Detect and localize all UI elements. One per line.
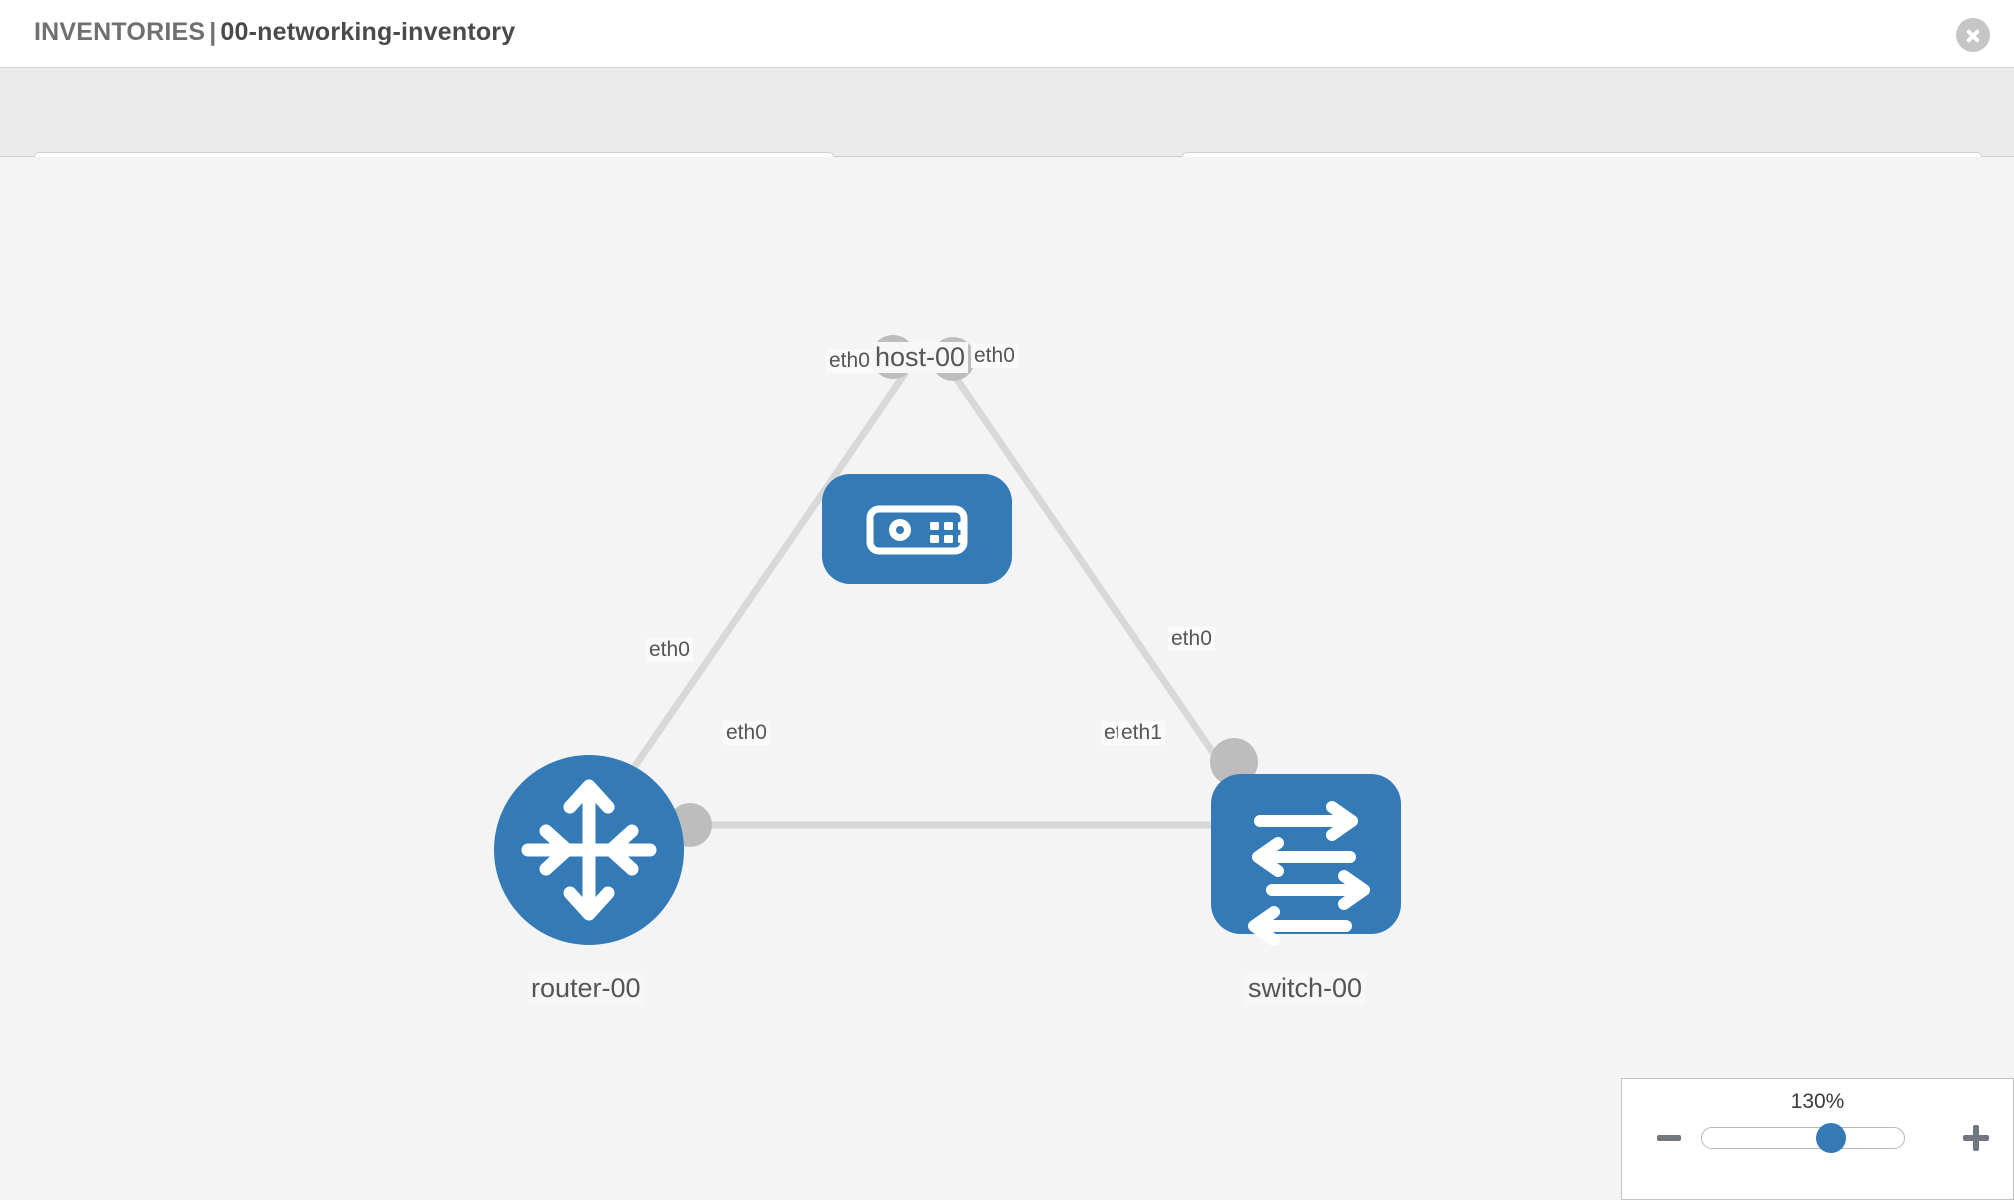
breadcrumb-root[interactable]: INVENTORIES [34,18,206,46]
toolbar: ACTIONS SEARCH [0,68,2014,204]
interface-label: eth1 [1118,721,1165,745]
link-host-router [597,370,909,819]
interface-label: eth0 [723,721,770,745]
zoom-slider-thumb[interactable] [1816,1123,1846,1153]
node-switch-00 [1211,774,1401,946]
zoom-slider-track[interactable] [1701,1123,1905,1153]
interface-label: eth0 [646,638,693,662]
topology-graph [494,335,1401,946]
link-host-switch [949,370,1243,794]
node-host-00 [822,474,1012,584]
host-led-grid [930,522,967,543]
breadcrumb: INVENTORIES|00-networking-inventory [34,18,515,47]
interface-label: eth0 [1168,627,1215,651]
close-icon[interactable] [1956,18,1990,52]
node-label-switch: switch-00 [1245,973,1366,1004]
breadcrumb-separator: | [209,18,217,46]
zoom-control-panel: 130% [1621,1078,2014,1200]
breadcrumb-leaf: 00-networking-inventory [220,18,516,46]
page-header: INVENTORIES|00-networking-inventory [0,0,2014,68]
interface-label: eth0 [971,344,1018,368]
zoom-level-label: 130% [1790,1090,1845,1113]
zoom-in-button[interactable] [1961,1123,1991,1153]
node-label-router: router-00 [528,973,644,1004]
topology-canvas[interactable]: eth0 eth0 eth0 eth0 eth0 eth0 eth1 host-… [0,157,2014,1200]
switch-arrows-icon [1248,801,1370,946]
node-label-host: host-00 [872,342,969,373]
router-arrows-icon [521,779,657,921]
link-group [597,370,1245,829]
zoom-out-button[interactable] [1654,1123,1684,1153]
interface-label: eth0 [826,349,873,373]
node-router-00 [494,755,684,945]
